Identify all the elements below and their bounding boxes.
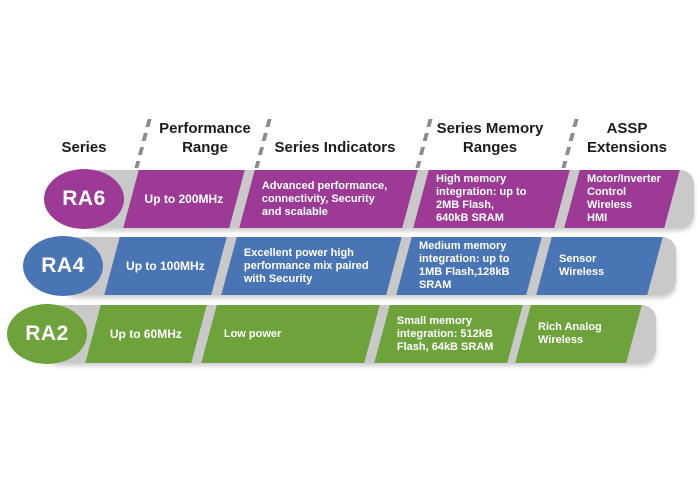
series-indicators-segment: Low power (201, 305, 380, 363)
column-header-series: Series (61, 139, 107, 156)
series-indicators-text: Advanced performance, connectivity, Secu… (262, 179, 388, 218)
series-indicators-text: Excellent power high performance mix pai… (244, 246, 369, 285)
memory-ranges-text: Medium memory integration: up to 1MB Fla… (419, 240, 510, 291)
performance-range-text: Up to 60MHz (110, 326, 182, 341)
series-badge-ra6: RA6 (44, 169, 124, 229)
performance-range-text: Up to 100MHz (126, 258, 205, 273)
series-badge-ra2: RA2 (7, 304, 87, 364)
column-header-series-indicators: Series Indicators (274, 139, 396, 156)
assp-extensions-text: Motor/Inverter Control Wireless HMI (587, 173, 661, 224)
performance-range-text: Up to 200MHz (144, 191, 224, 206)
assp-extensions-text: Sensor Wireless (559, 253, 605, 278)
performance-range-segment: Up to 100MHz (104, 237, 227, 295)
column-header-series-memory-ranges: Series Memory Ranges (436, 120, 544, 156)
memory-ranges-text: High memory integration: up to 2MB Flash… (436, 173, 527, 224)
assp-extensions-segment: Motor/Inverter Control Wireless HMI (564, 170, 680, 228)
memory-ranges-segment: Medium memory integration: up to 1MB Fla… (396, 237, 542, 295)
performance-range-segment: Up to 60MHz (85, 305, 207, 363)
assp-extensions-segment: Rich Analog Wireless (515, 305, 642, 363)
performance-range-segment: Up to 200MHz (123, 170, 245, 228)
series-row-ra6: Up to 200MHz Advanced performance, conne… (0, 169, 700, 229)
series-indicators-segment: Excellent power high performance mix pai… (221, 237, 402, 295)
column-header-performance-range: Performance Range (159, 120, 251, 156)
assp-extensions-text: Rich Analog Wireless (538, 321, 602, 346)
column-header-assp-extensions: ASSP Extensions (586, 120, 668, 156)
memory-ranges-segment: High memory integration: up to 2MB Flash… (413, 170, 570, 228)
series-badge-ra4: RA4 (23, 236, 103, 296)
series-indicators-text: Low power (224, 327, 282, 340)
assp-extensions-segment: Sensor Wireless (536, 237, 663, 295)
memory-ranges-text: Small memory integration: 512kB Flash, 6… (397, 314, 494, 353)
series-row-ra4: Up to 100MHz Excellent power high perfor… (0, 236, 700, 296)
series-row-ra2: Up to 60MHz Low power Small memory integ… (0, 304, 700, 364)
series-indicators-segment: Advanced performance, connectivity, Secu… (239, 170, 418, 228)
memory-ranges-segment: Small memory integration: 512kB Flash, 6… (374, 305, 523, 363)
